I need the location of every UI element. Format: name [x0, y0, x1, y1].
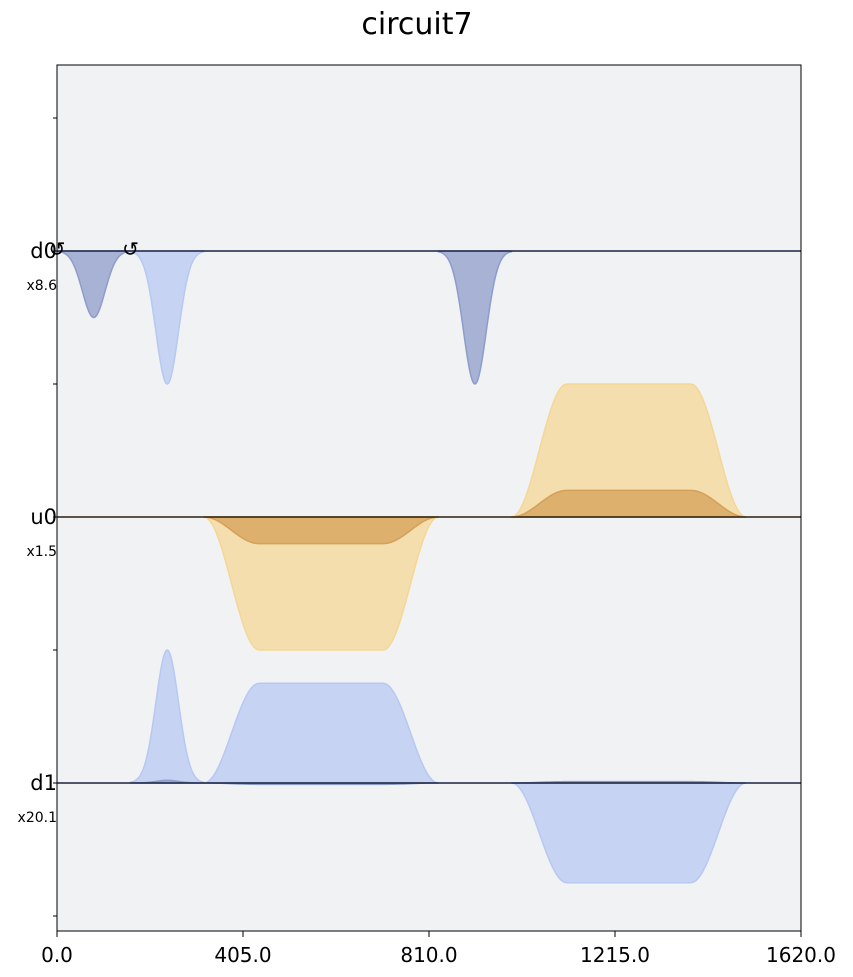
channel-labels: d0 x8.6 u0 x1.5 d1 x20.1 — [18, 239, 58, 826]
baselines-layer — [57, 250, 801, 784]
x-tick-label-4: 1620.0 — [766, 943, 836, 967]
x-tick-label-2: 810.0 — [400, 943, 457, 967]
scale-label-d0: x8.6 — [26, 278, 57, 294]
phase-marker-0: ↺ — [49, 237, 66, 261]
phase-marker-1: ↺ — [122, 237, 139, 261]
x-tick-label-3: 1215.0 — [580, 943, 650, 967]
pulse-u0-3-imag — [203, 516, 439, 651]
pulse-u0-4-real — [510, 489, 747, 518]
pulse-d0-2 — [437, 250, 513, 385]
chart-title: circuit7 — [361, 7, 472, 42]
pulse-u0-3-real — [203, 516, 439, 545]
pulse-d0-0 — [56, 250, 132, 319]
pulse-u0-3 — [203, 516, 439, 651]
scale-label-u0: x1.5 — [26, 544, 57, 560]
pulse-d0-2-real — [437, 250, 513, 385]
channel-label-u0: u0 — [30, 505, 57, 529]
pulse-d1-7 — [510, 780, 747, 884]
x-tick-label-0: 0.0 — [41, 943, 73, 967]
x-tick-label-1: 405.0 — [214, 943, 271, 967]
y-ticks — [53, 117, 57, 917]
pulse-d0-0-real — [56, 250, 132, 319]
x-axis: 0.0 405.0 810.0 1215.0 1620.0 — [41, 931, 836, 967]
pulse-d1-5-imag — [129, 649, 205, 784]
pulse-u0-4 — [510, 383, 747, 518]
pulse-d0-1 — [129, 250, 205, 385]
pulse-u0-4-imag — [510, 383, 747, 518]
pulse-d1-6-imag — [203, 682, 439, 784]
phase-markers: ↺↺ — [49, 237, 139, 261]
channel-label-d1: d1 — [30, 771, 57, 795]
scale-label-d1: x20.1 — [18, 810, 57, 826]
pulse-d1-7-imag — [510, 782, 747, 884]
channel-label-d0: d0 — [30, 239, 57, 263]
pulse-d0-1-imag — [129, 250, 205, 385]
pulses-layer — [56, 250, 747, 884]
